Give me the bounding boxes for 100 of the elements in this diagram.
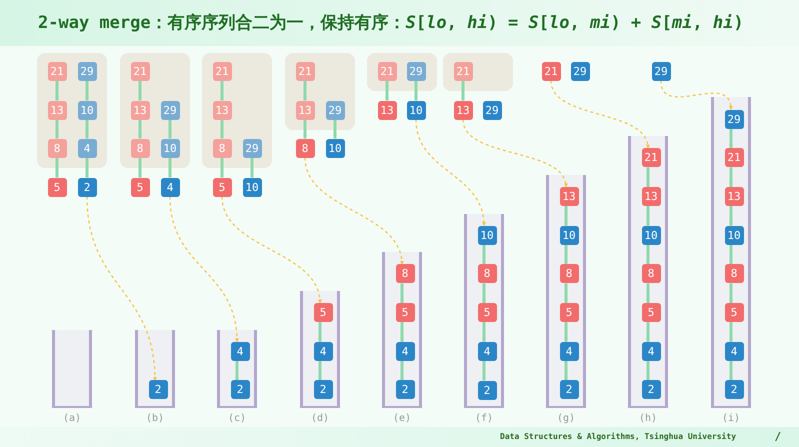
arrow (729, 167, 733, 188)
number-tile: 13 (560, 186, 578, 206)
arrow (729, 128, 733, 149)
number-tile: 13 (130, 100, 150, 120)
arrow (138, 120, 142, 139)
number-tile: 10 (326, 138, 344, 158)
number-tile: 10 (478, 226, 496, 245)
number-tile: 4 (724, 342, 744, 361)
list-panel (37, 53, 107, 168)
arrow (414, 80, 418, 101)
number-tile: 5 (48, 178, 66, 196)
list-panel (443, 53, 513, 91)
arrow (646, 167, 650, 188)
arrow (482, 360, 486, 381)
number-tile: 10 (560, 226, 578, 245)
arrow (729, 206, 733, 226)
arrow (55, 80, 59, 101)
arrow (646, 360, 650, 381)
number-tile: 13 (454, 100, 472, 120)
number-tile: 8 (642, 264, 660, 284)
number-tile: 8 (48, 138, 66, 158)
number-tile: 21 (454, 62, 472, 80)
number-tile: 5 (130, 178, 150, 196)
number-tile: 5 (478, 303, 496, 322)
dashed-arrow (304, 157, 404, 265)
arrow (138, 158, 142, 178)
number-tile: 21 (724, 148, 744, 168)
arrow (461, 80, 465, 101)
arrow (55, 158, 59, 178)
number-tile: 5 (724, 303, 744, 322)
arrow (564, 322, 568, 342)
number-tile: 13 (48, 100, 66, 120)
arrow (385, 80, 389, 101)
number-tile: 10 (160, 138, 180, 158)
arrow (333, 120, 337, 139)
number-tile: 29 (326, 100, 344, 120)
arrow (729, 283, 733, 304)
number-tile: 29 (570, 62, 590, 80)
arrow (646, 206, 650, 226)
step-caption: (i) (722, 413, 740, 424)
number-tile: 4 (560, 342, 578, 361)
arrow (138, 80, 142, 101)
number-tile: 5 (212, 178, 232, 196)
stack-tube (217, 330, 257, 408)
number-tile: 10 (724, 226, 744, 245)
arrow (235, 360, 239, 381)
number-tile: 8 (396, 264, 414, 284)
list-panel (367, 53, 437, 91)
number-tile: 10 (78, 100, 96, 120)
number-tile: 5 (560, 303, 578, 322)
number-tile: 21 (212, 62, 232, 80)
arrow (729, 244, 733, 265)
step-caption: (g) (557, 413, 576, 424)
step-caption: (a) (63, 413, 82, 424)
arrow (85, 80, 89, 101)
arrow (318, 360, 322, 381)
number-tile: 10 (406, 100, 426, 120)
arrow (168, 120, 172, 139)
number-tile: 4 (314, 342, 332, 361)
stack-tube (464, 214, 504, 408)
number-tile: 4 (160, 178, 180, 196)
number-tile: 29 (724, 110, 744, 129)
dashed-arrow (550, 80, 650, 149)
footer-text: Data Structures & Algorithms, Tsinghua University (500, 432, 736, 441)
number-tile: 4 (78, 138, 96, 158)
arrow (220, 80, 224, 101)
number-tile: 21 (378, 62, 396, 80)
number-tile: 8 (478, 264, 496, 284)
arrow (250, 158, 254, 178)
step-caption: (b) (146, 413, 164, 424)
number-tile: 21 (542, 62, 560, 80)
arrow (400, 360, 404, 381)
number-tile: 2 (396, 380, 414, 400)
arrow (220, 158, 224, 178)
number-tile: 29 (78, 62, 96, 80)
number-tile: 13 (642, 186, 660, 206)
number-tile: 21 (130, 62, 150, 80)
stack-tube (135, 330, 175, 408)
dashed-arrow (462, 119, 568, 188)
arrow (318, 322, 322, 342)
arrow (55, 120, 59, 139)
step-caption: (c) (228, 413, 246, 424)
slide-title: 2-way merge：有序序列合二为一，保持有序：S[lo, hi) = S[lo, mi) + S[mi, hi) (38, 12, 744, 34)
number-tile: 2 (560, 380, 578, 400)
number-tile: 21 (48, 62, 66, 80)
arrow (303, 80, 307, 101)
step-caption: (h) (639, 413, 658, 424)
arrow (303, 120, 307, 139)
number-tile: 8 (212, 138, 232, 158)
number-tile: 2 (314, 380, 332, 400)
number-tile: 5 (642, 303, 660, 322)
arrow (729, 360, 733, 381)
dashed-arrow (169, 196, 239, 342)
number-tile: 13 (378, 100, 396, 120)
arrow (400, 283, 404, 304)
arrow (482, 322, 486, 342)
arrow (646, 283, 650, 304)
arrow (85, 158, 89, 178)
number-tile: 13 (296, 100, 314, 120)
number-tile: 29 (160, 100, 180, 120)
